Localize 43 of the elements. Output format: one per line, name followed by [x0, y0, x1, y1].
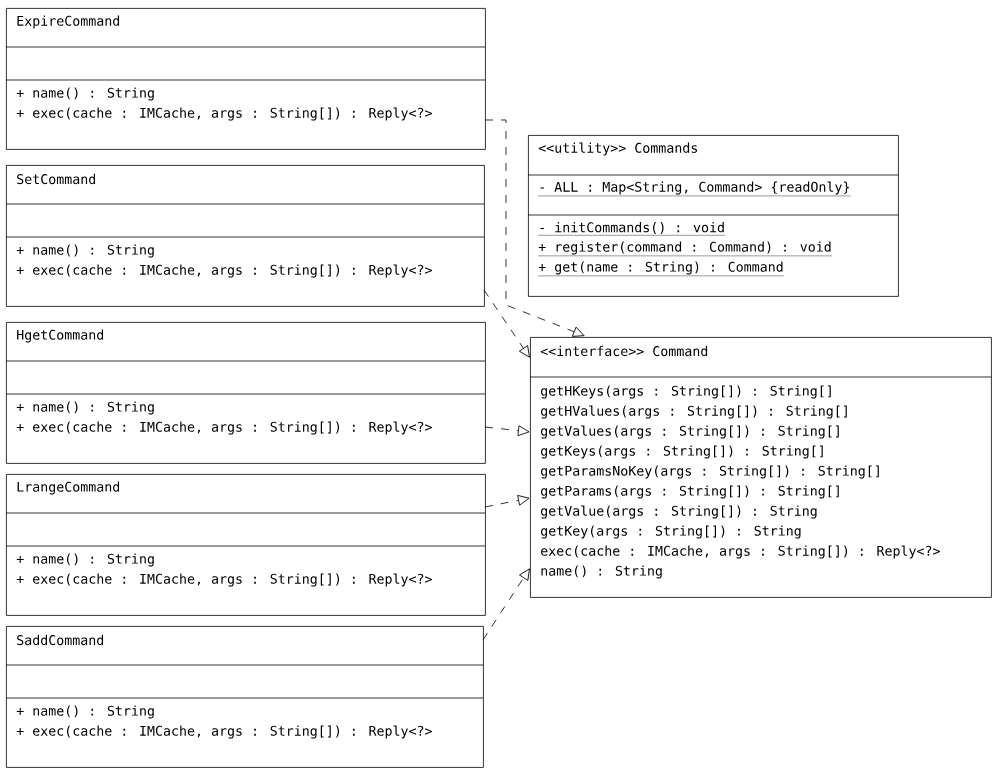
- member-text: + register(command : Command) : void: [538, 241, 832, 257]
- class-name: <<utility>> Commands: [538, 142, 697, 156]
- member-text: getKey(args : String[]) : String: [541, 525, 801, 539]
- member-text: + name() : String: [16, 553, 154, 567]
- member-text: getValue(args : String[]) : String: [541, 505, 817, 519]
- member-text: + name() : String: [16, 705, 154, 719]
- member-text: + exec(cache : IMCache, args : String[]) : Reply<?>: [16, 421, 432, 435]
- class-name: <<interface>> Command: [540, 345, 708, 357]
- class-box: [527, 135, 899, 297]
- class-name: HgetCommand: [17, 329, 104, 343]
- member-text: + name() : String: [16, 87, 154, 101]
- class-box: [5, 626, 484, 768]
- member-text: + name() : String: [16, 401, 154, 415]
- realization-arrow: [484, 495, 530, 508]
- member-text: getParams(args : String[]) : String[]: [541, 485, 839, 499]
- member-text: + exec(cache : IMCache, args : String[]) : Reply<?>: [16, 264, 432, 278]
- member-text: + name() : String: [16, 244, 154, 258]
- class-box: [5, 165, 485, 307]
- realization-arrow: [484, 425, 530, 437]
- realization-arrow: [483, 289, 530, 358]
- class-box: [5, 8, 486, 150]
- member-text: getValues(args : String[]) : String[]: [541, 425, 839, 439]
- class-box: [5, 474, 486, 616]
- member-text: name() : String: [541, 565, 662, 579]
- member-text: + exec(cache : IMCache, args : String[]) : Reply<?>: [16, 107, 432, 121]
- member-text: + exec(cache : IMCache, args : String[]) : Reply<?>: [16, 725, 432, 739]
- member-text: exec(cache : IMCache, args : String[]) : Reply<?>: [541, 545, 940, 559]
- member-text: getHValues(args : String[]) : String[]: [541, 405, 847, 419]
- member-text: + get(name : String) : Command: [538, 261, 784, 277]
- realization-arrow: [482, 568, 530, 641]
- member-text: - initCommands() : void: [538, 222, 726, 236]
- member-text: getKeys(args : String[]) : String[]: [541, 445, 823, 459]
- member-text: getHKeys(args : String[]) : String[]: [541, 385, 831, 399]
- realization-arrow: [484, 119, 585, 337]
- class-box: [5, 322, 486, 464]
- class-name: SetCommand: [17, 173, 96, 185]
- class-name: SaddCommand: [17, 634, 104, 646]
- class-box: [529, 337, 992, 598]
- class-name: LrangeCommand: [17, 481, 120, 495]
- member-text: - ALL : Map<String, Command> {readOnly}: [538, 181, 851, 197]
- member-text: + exec(cache : IMCache, args : String[]) : Reply<?>: [16, 573, 432, 587]
- class-name: ExpireCommand: [17, 15, 120, 29]
- member-text: getParamsNoKey(args : String[]) : String[]: [541, 465, 879, 479]
